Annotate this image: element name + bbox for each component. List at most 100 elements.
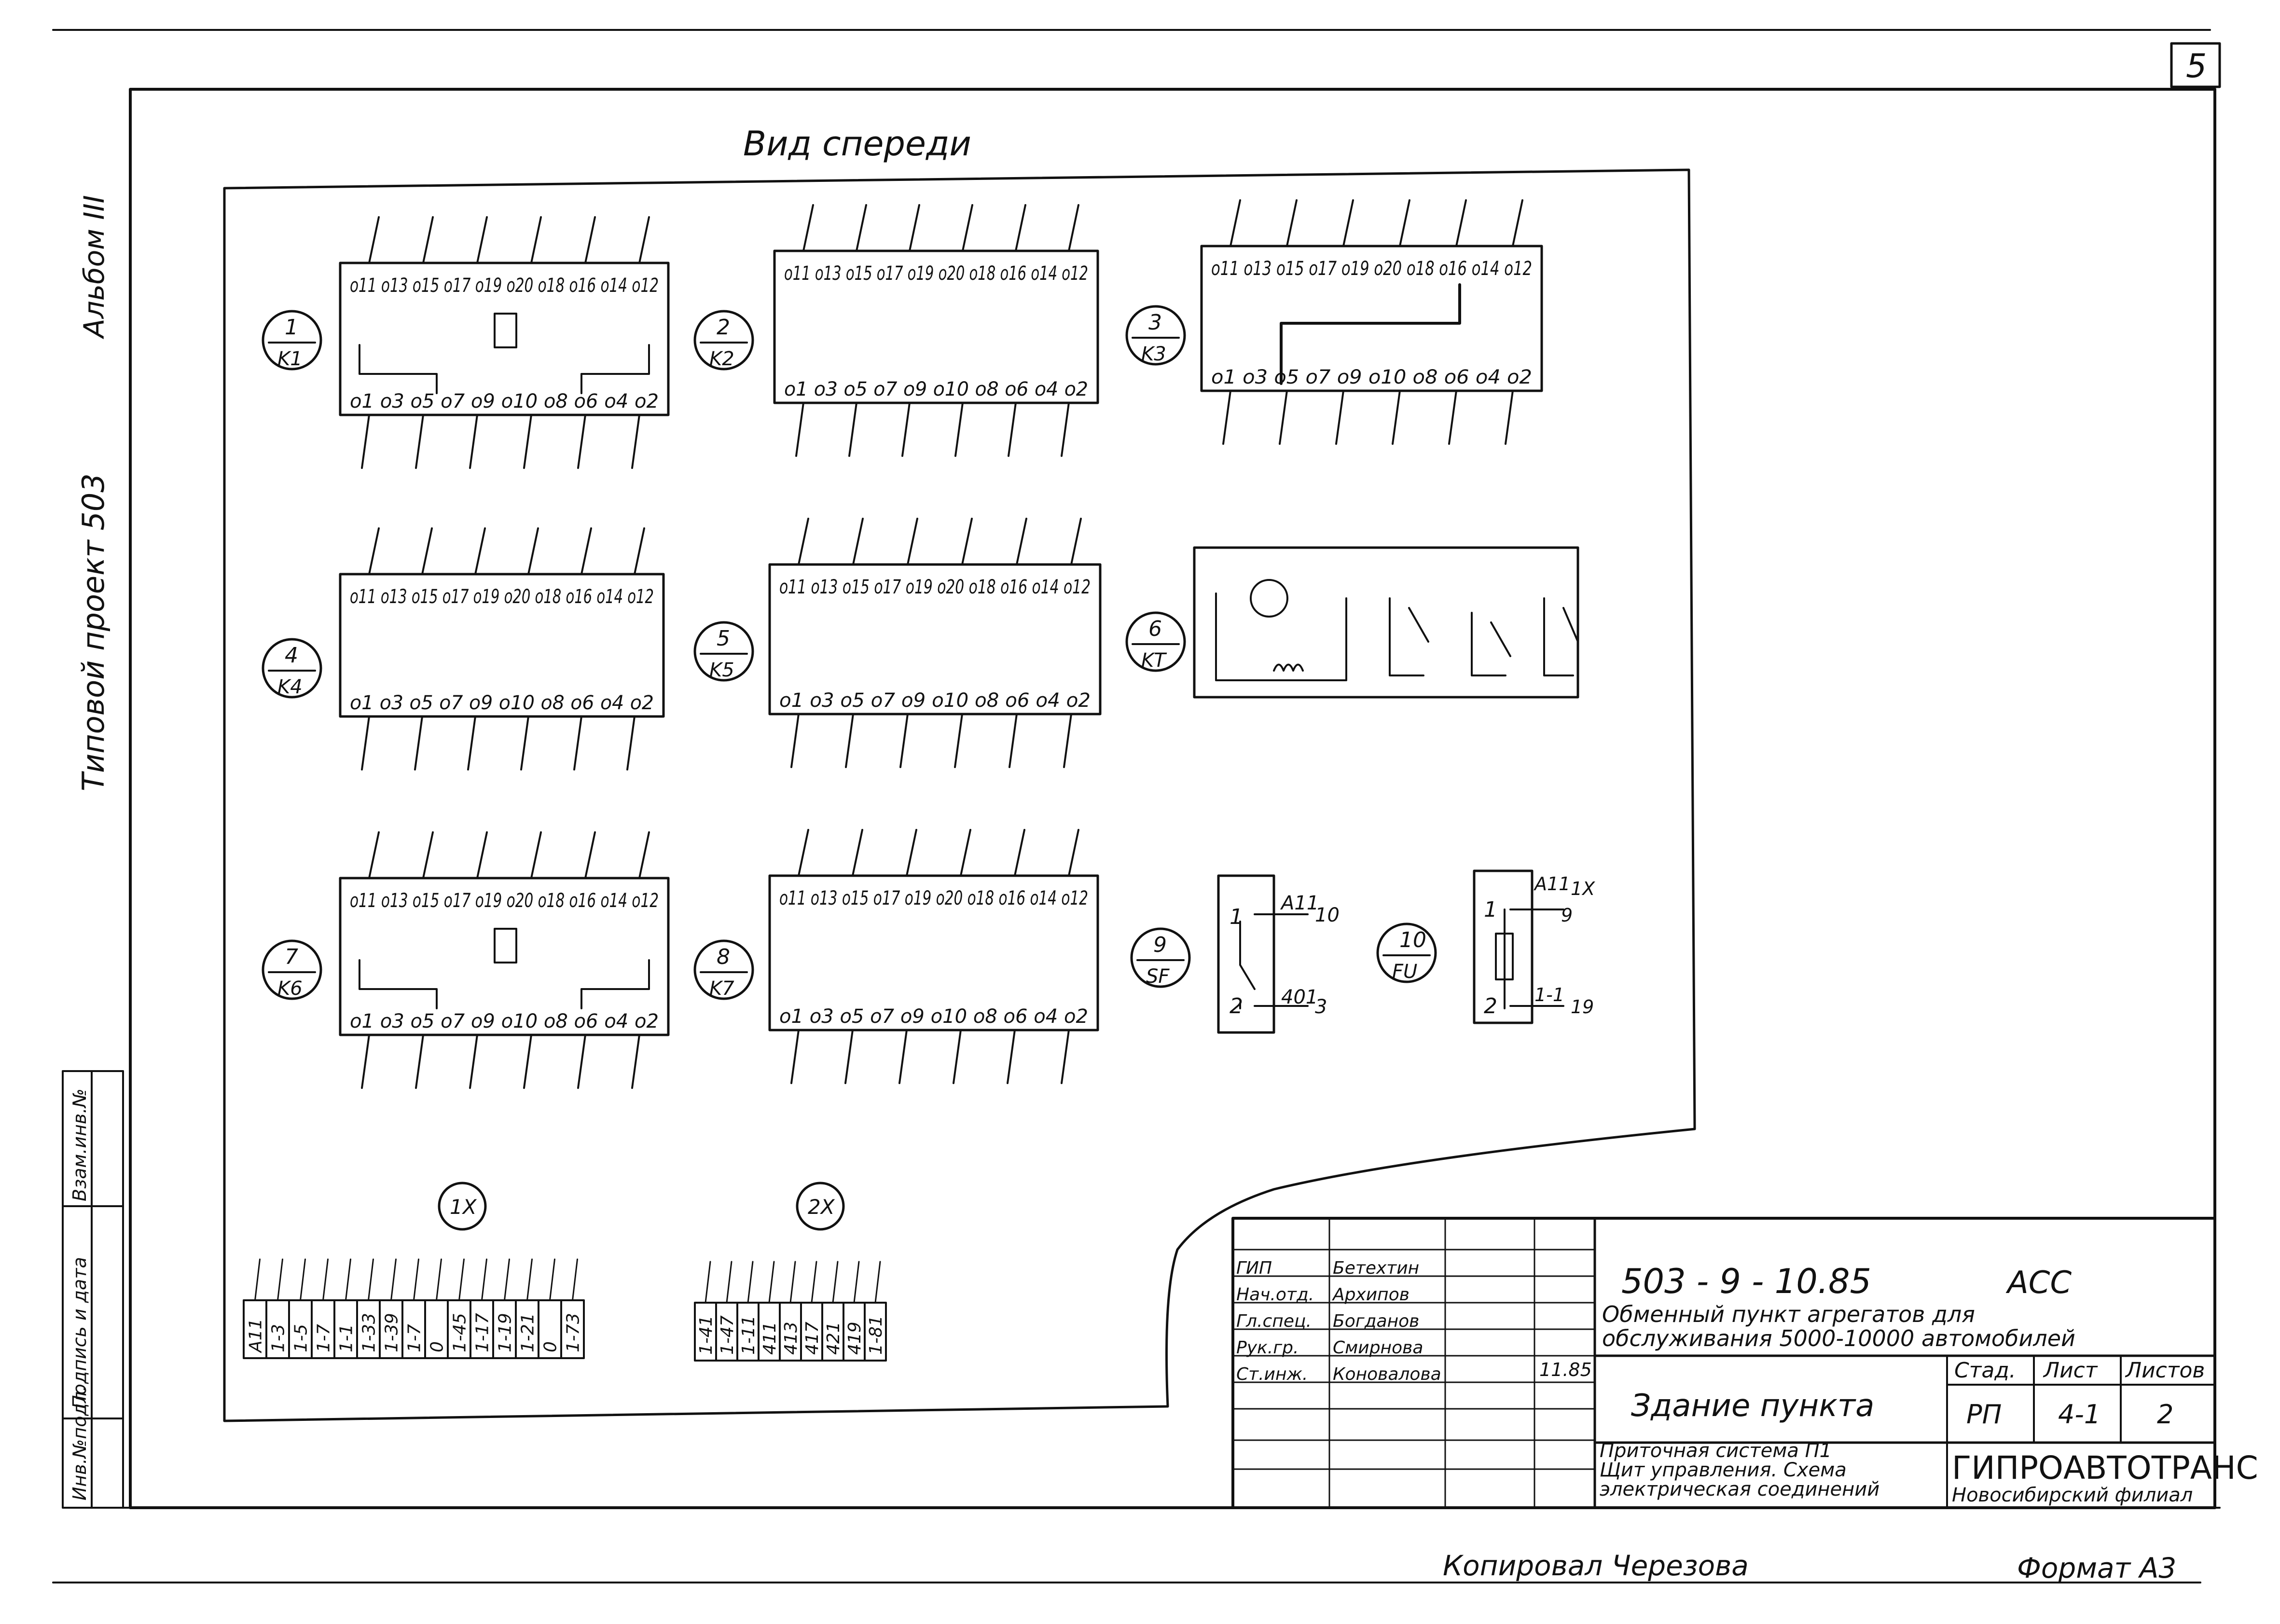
coil-symbol: [494, 313, 517, 348]
terminal-cell: 1-7: [311, 1258, 335, 1359]
fu-wire-label: 19: [1571, 996, 1594, 1018]
relay-wire: [577, 1034, 586, 1089]
badge-designation: K3: [1141, 343, 1166, 365]
terminal-wire: [572, 1258, 578, 1301]
kt-coil: [1273, 663, 1304, 672]
sheet-value: 4-1: [2058, 1399, 2100, 1430]
device-badge-8: 8K7: [693, 939, 754, 1000]
org-name: ГИПРОАВТОТРАНС: [1952, 1449, 2258, 1486]
relay-wire: [1279, 390, 1288, 445]
relay-wire: [422, 216, 434, 264]
terminal-cell-label: 1-45: [450, 1313, 470, 1352]
terminal-cell-label: 413: [781, 1321, 801, 1355]
terminal-wire: [345, 1258, 351, 1301]
terminal-badge: 2X: [796, 1182, 845, 1231]
relay-wire: [790, 1029, 800, 1084]
relay-wire: [530, 216, 542, 264]
relay-wire: [1068, 204, 1079, 252]
terminal-cell: A11: [243, 1258, 267, 1359]
kt-circuit: [1215, 592, 1347, 681]
sf-switch: [1239, 921, 1256, 1009]
kt-outline: [1193, 546, 1579, 699]
relay-wire: [906, 829, 917, 877]
terminal-wire: [277, 1258, 283, 1301]
relay-wire: [368, 831, 380, 879]
relay-top-pin-row: o11 o13 o15 o17 o19 o20 o18 o16 o14 o12: [784, 262, 1088, 285]
relay-wire: [1448, 390, 1457, 445]
fu-wire-label: 1-1: [1534, 984, 1564, 1005]
badge-number: 3: [1148, 310, 1162, 335]
badge-number: 1: [285, 315, 298, 340]
terminal-cell-label: 1-73: [564, 1313, 583, 1352]
terminal-wire: [726, 1261, 732, 1304]
sf-outline: [1217, 874, 1275, 1034]
badge-designation: K5: [709, 659, 734, 681]
terminal-cell: 0: [538, 1258, 562, 1359]
relay-wire: [1014, 829, 1025, 877]
relay-wire: [802, 204, 814, 252]
badge-circle: [693, 621, 754, 682]
relay-coil-detail: [359, 928, 650, 1009]
relay-body: o11 o13 o15 o17 o19 o20 o18 o16 o14 o12o…: [339, 527, 665, 771]
timer-relay-kt: [1193, 546, 1579, 699]
relay-body: o11 o13 o15 o17 o19 o20 o18 o16 o14 o12o…: [339, 216, 670, 469]
signatory-name: Архипов: [1332, 1285, 1409, 1305]
badge-circle: [1376, 922, 1437, 983]
relay-wire: [1070, 518, 1082, 565]
doc-code: 503 - 9 - 10.85: [1621, 1262, 1871, 1301]
relay-body: o11 o13 o15 o17 o19 o20 o18 o16 o14 o12o…: [768, 829, 1099, 1084]
terminal-wire: [549, 1258, 555, 1301]
terminal-wire: [832, 1261, 839, 1304]
side-stamp-sign: Подпись и дата: [69, 1257, 90, 1409]
relay-outline: [773, 249, 1099, 404]
signatory-role: Нач.отд.: [1236, 1285, 1314, 1305]
terminal-cell-label: 1-17: [473, 1313, 493, 1352]
relay-wire: [1016, 518, 1027, 565]
terminal-wire: [413, 1258, 419, 1301]
sf-wire-label: 10: [1315, 904, 1340, 926]
terminal-cell: 1-39: [379, 1258, 403, 1359]
relay-wire: [530, 831, 542, 879]
badge-designation: K2: [709, 348, 734, 370]
terminal-cell-label: 1-19: [496, 1313, 515, 1352]
relay-top-pin-row: o11 o13 o15 o17 o19 o20 o18 o16 o14 o12: [350, 586, 654, 608]
badge-designation: K4: [277, 676, 303, 698]
terminal-wire: [254, 1258, 261, 1301]
contact-line: [580, 959, 650, 1009]
terminal-wire: [390, 1258, 397, 1301]
terminal-wire: [481, 1258, 487, 1301]
badge-number: 4: [285, 643, 298, 668]
doc-suffix: АСС: [2005, 1265, 2072, 1301]
terminal-cell: 1-73: [560, 1258, 585, 1359]
relay-bottom-pin-row: o1 o3 o5 o7 o9 o10 o8 o6 o4 o2: [784, 378, 1088, 400]
terminal-cell-label: 1-41: [696, 1315, 716, 1355]
relay-wire: [577, 414, 586, 469]
badge-designation: KT: [1141, 649, 1167, 672]
relay-wire: [1342, 199, 1354, 247]
badge-circle: [262, 310, 322, 371]
relay-wire: [421, 527, 433, 575]
terminal-wire: [322, 1258, 329, 1301]
terminal-badge-circle: [438, 1182, 487, 1231]
terminal-cell-label: A11: [246, 1319, 266, 1353]
relay-wire: [631, 414, 640, 469]
sf-wire-label: A11: [1280, 892, 1319, 914]
terminal-cell: 1-1: [333, 1258, 358, 1359]
fu-outline: [1473, 869, 1534, 1024]
side-project-label: Типовой проект 503: [76, 473, 111, 791]
relay-body: o11 o13 o15 o17 o19 o20 o18 o16 o14 o12o…: [768, 518, 1102, 768]
relay-wire: [414, 716, 423, 771]
terminal-cell: 1-41: [694, 1261, 717, 1362]
relay-wire: [361, 716, 370, 771]
relay-wire: [901, 402, 911, 457]
format-label: Формат А3: [2017, 1552, 2176, 1584]
relay-wire: [1008, 402, 1017, 457]
relay-wire: [907, 518, 918, 565]
relay-wire: [795, 402, 804, 457]
signatory-role: Рук.гр.: [1236, 1338, 1299, 1358]
badge-number: 7: [285, 945, 298, 969]
